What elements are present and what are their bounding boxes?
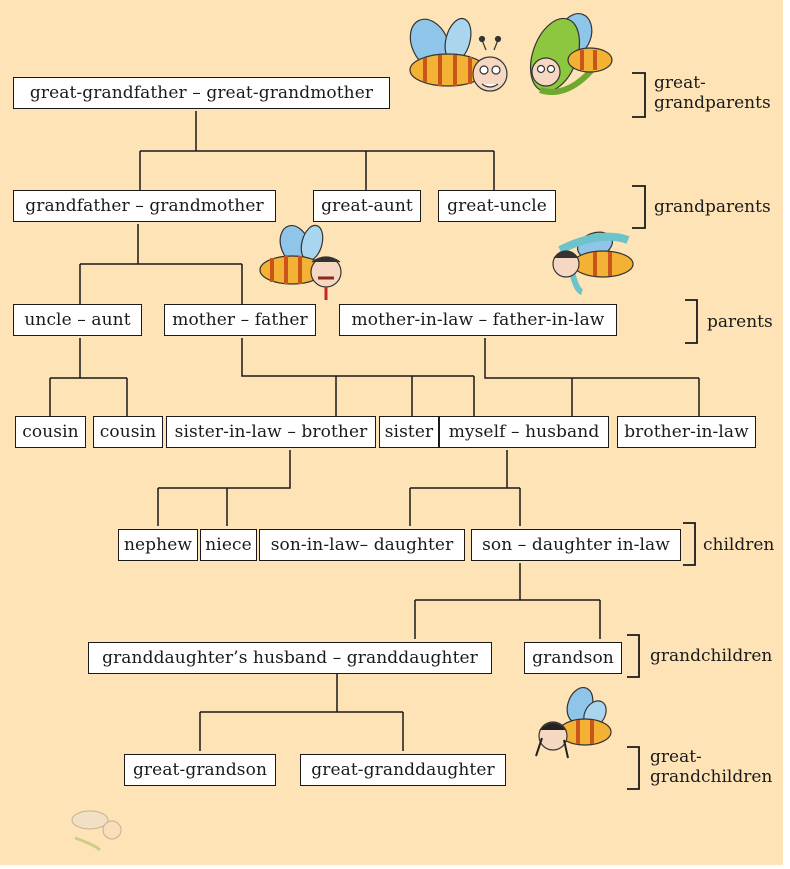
node-uncle-aunt: uncle – aunt [13,304,142,336]
label-great-grandchildren: great- grandchildren [650,747,773,787]
node-great-aunt: great-aunt [313,190,421,222]
node-grandparents: grandfather – grandmother [13,190,276,222]
label-grandparents: grandparents [654,197,771,217]
bee-grandfather-icon [409,17,508,92]
bracket-grandchildren [627,634,640,678]
node-in-laws: mother-in-law – father-in-law [339,304,617,336]
bracket-children [683,522,696,566]
node-cousin-1: cousin [15,416,86,448]
bee-grandmother-icon [529,13,613,95]
node-sister: sister [379,416,439,448]
connector-gen1 [139,111,495,190]
bee-girl-icon [535,686,612,759]
label-parents: parents [707,312,773,332]
node-grandson: grandson [524,642,622,674]
connector-grandchildren [414,563,601,639]
node-granddaughter-couple: granddaughter’s husband – granddaughter [88,642,492,674]
node-mother-father: mother – father [164,304,316,336]
bee-faded-icon [71,810,122,852]
connector-in-laws [484,338,700,416]
node-great-grandson: great-grandson [124,754,276,786]
node-great-grandparents: great-grandfather – great-grandmother [13,77,390,109]
label-children: children [703,535,775,555]
connector-great-grandchildren [199,674,404,751]
connector-nephew-niece [157,450,291,526]
node-great-granddaughter: great-granddaughter [300,754,506,786]
bracket-great-grandparents [632,72,646,118]
connector-siblings [241,338,475,416]
node-niece: niece [200,529,257,561]
node-great-uncle: great-uncle [438,190,556,222]
bee-father-icon [259,224,342,300]
connector-cousins [49,338,128,416]
connector-gen2 [79,224,243,304]
node-nephew: nephew [118,529,198,561]
node-brother-in-law: brother-in-law [617,416,756,448]
connector-children [409,450,521,526]
node-cousin-2: cousin [93,416,163,448]
node-son-daughter-in-law: son – daughter in-law [471,529,681,561]
bracket-grandparents [632,185,646,229]
bracket-parents [685,299,698,344]
node-sister-in-law-brother: sister-in-law – brother [166,416,376,448]
label-great-grandparents: great- grandparents [654,73,771,113]
bracket-great-grandchildren [627,746,640,790]
node-myself-husband: myself – husband [439,416,609,448]
bee-mother-icon [552,231,634,295]
node-son-in-law-daughter: son-in-law– daughter [259,529,465,561]
label-grandchildren: grandchildren [650,646,773,666]
